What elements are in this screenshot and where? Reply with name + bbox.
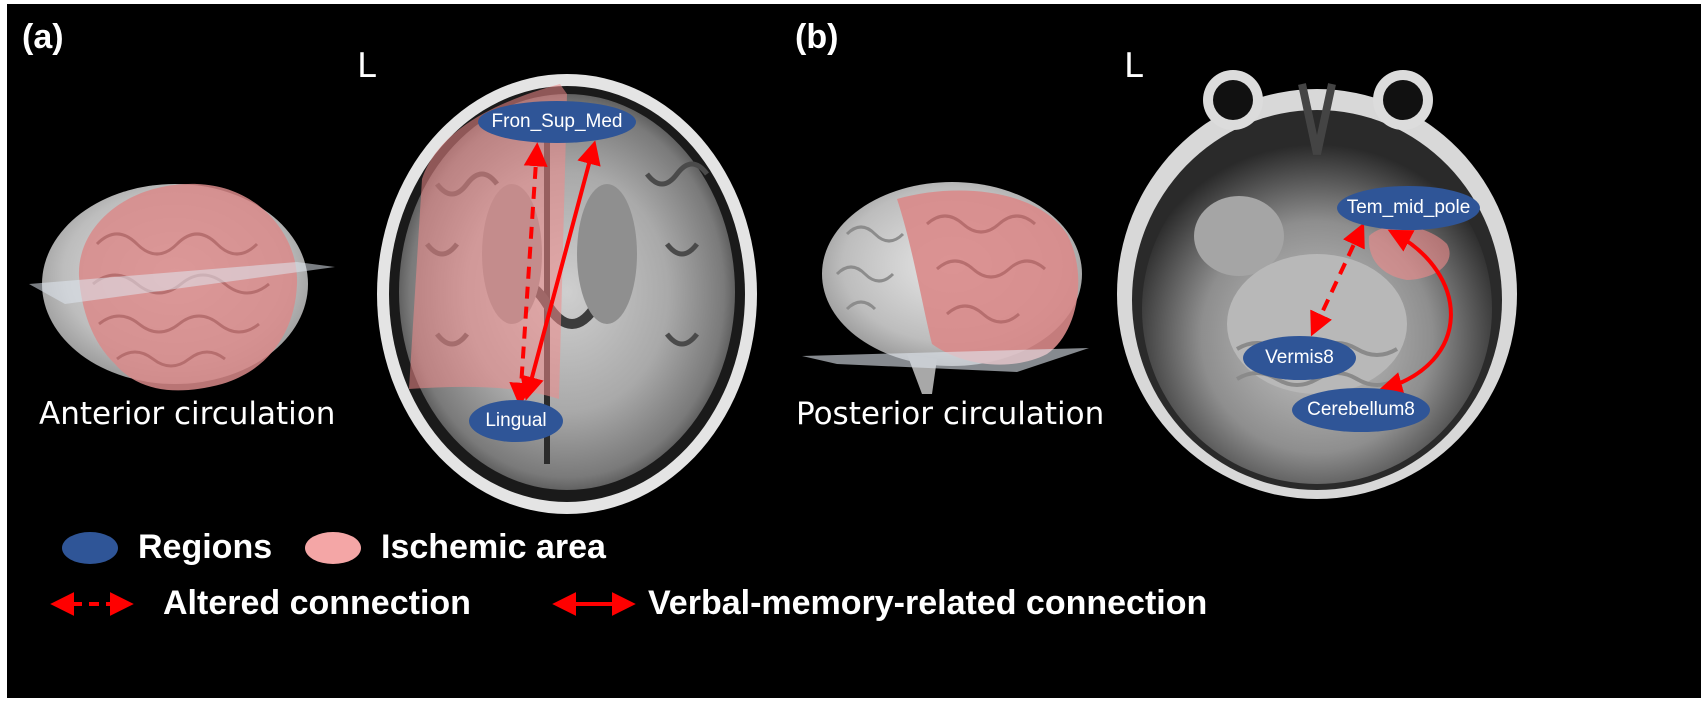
connections — [509, 140, 1453, 407]
panel-label-b: (b) — [795, 18, 839, 56]
brain-3d-posterior — [802, 182, 1089, 394]
brain-3d-anterior — [29, 183, 335, 391]
caption-posterior-circulation: Posterior circulation — [796, 396, 1105, 432]
region-node-tem-mid-pole: Tem_mid_pole — [1337, 186, 1480, 230]
figure-canvas: (a) L Anterior circulation (b) L Posteri… — [7, 4, 1701, 698]
legend-verbal-label: Verbal-memory-related connection — [648, 584, 1208, 622]
region-node-lingual: Lingual — [469, 400, 563, 442]
legend-regions-label: Regions — [138, 528, 273, 566]
verbal-connection-a — [520, 140, 601, 401]
mri-axial-b — [1117, 70, 1517, 499]
region-node-vermis8: Vermis8 — [1243, 336, 1356, 380]
legend-ischemic-label: Ischemic area — [381, 528, 606, 566]
left-side-marker-b: L — [1124, 46, 1143, 86]
verbal-connection-b — [1378, 229, 1453, 396]
region-node-cerebellum8: Cerebellum8 — [1292, 388, 1430, 432]
legend-ischemic-swatch — [305, 532, 361, 564]
region-node-fron-sup-med: Fron_Sup_Med — [478, 101, 636, 143]
caption-anterior-circulation: Anterior circulation — [39, 396, 336, 432]
left-side-marker-a: L — [357, 46, 376, 86]
legend-altered-label: Altered connection — [163, 584, 471, 622]
panel-label-a: (a) — [22, 18, 64, 56]
legend-region-swatch — [62, 532, 118, 564]
